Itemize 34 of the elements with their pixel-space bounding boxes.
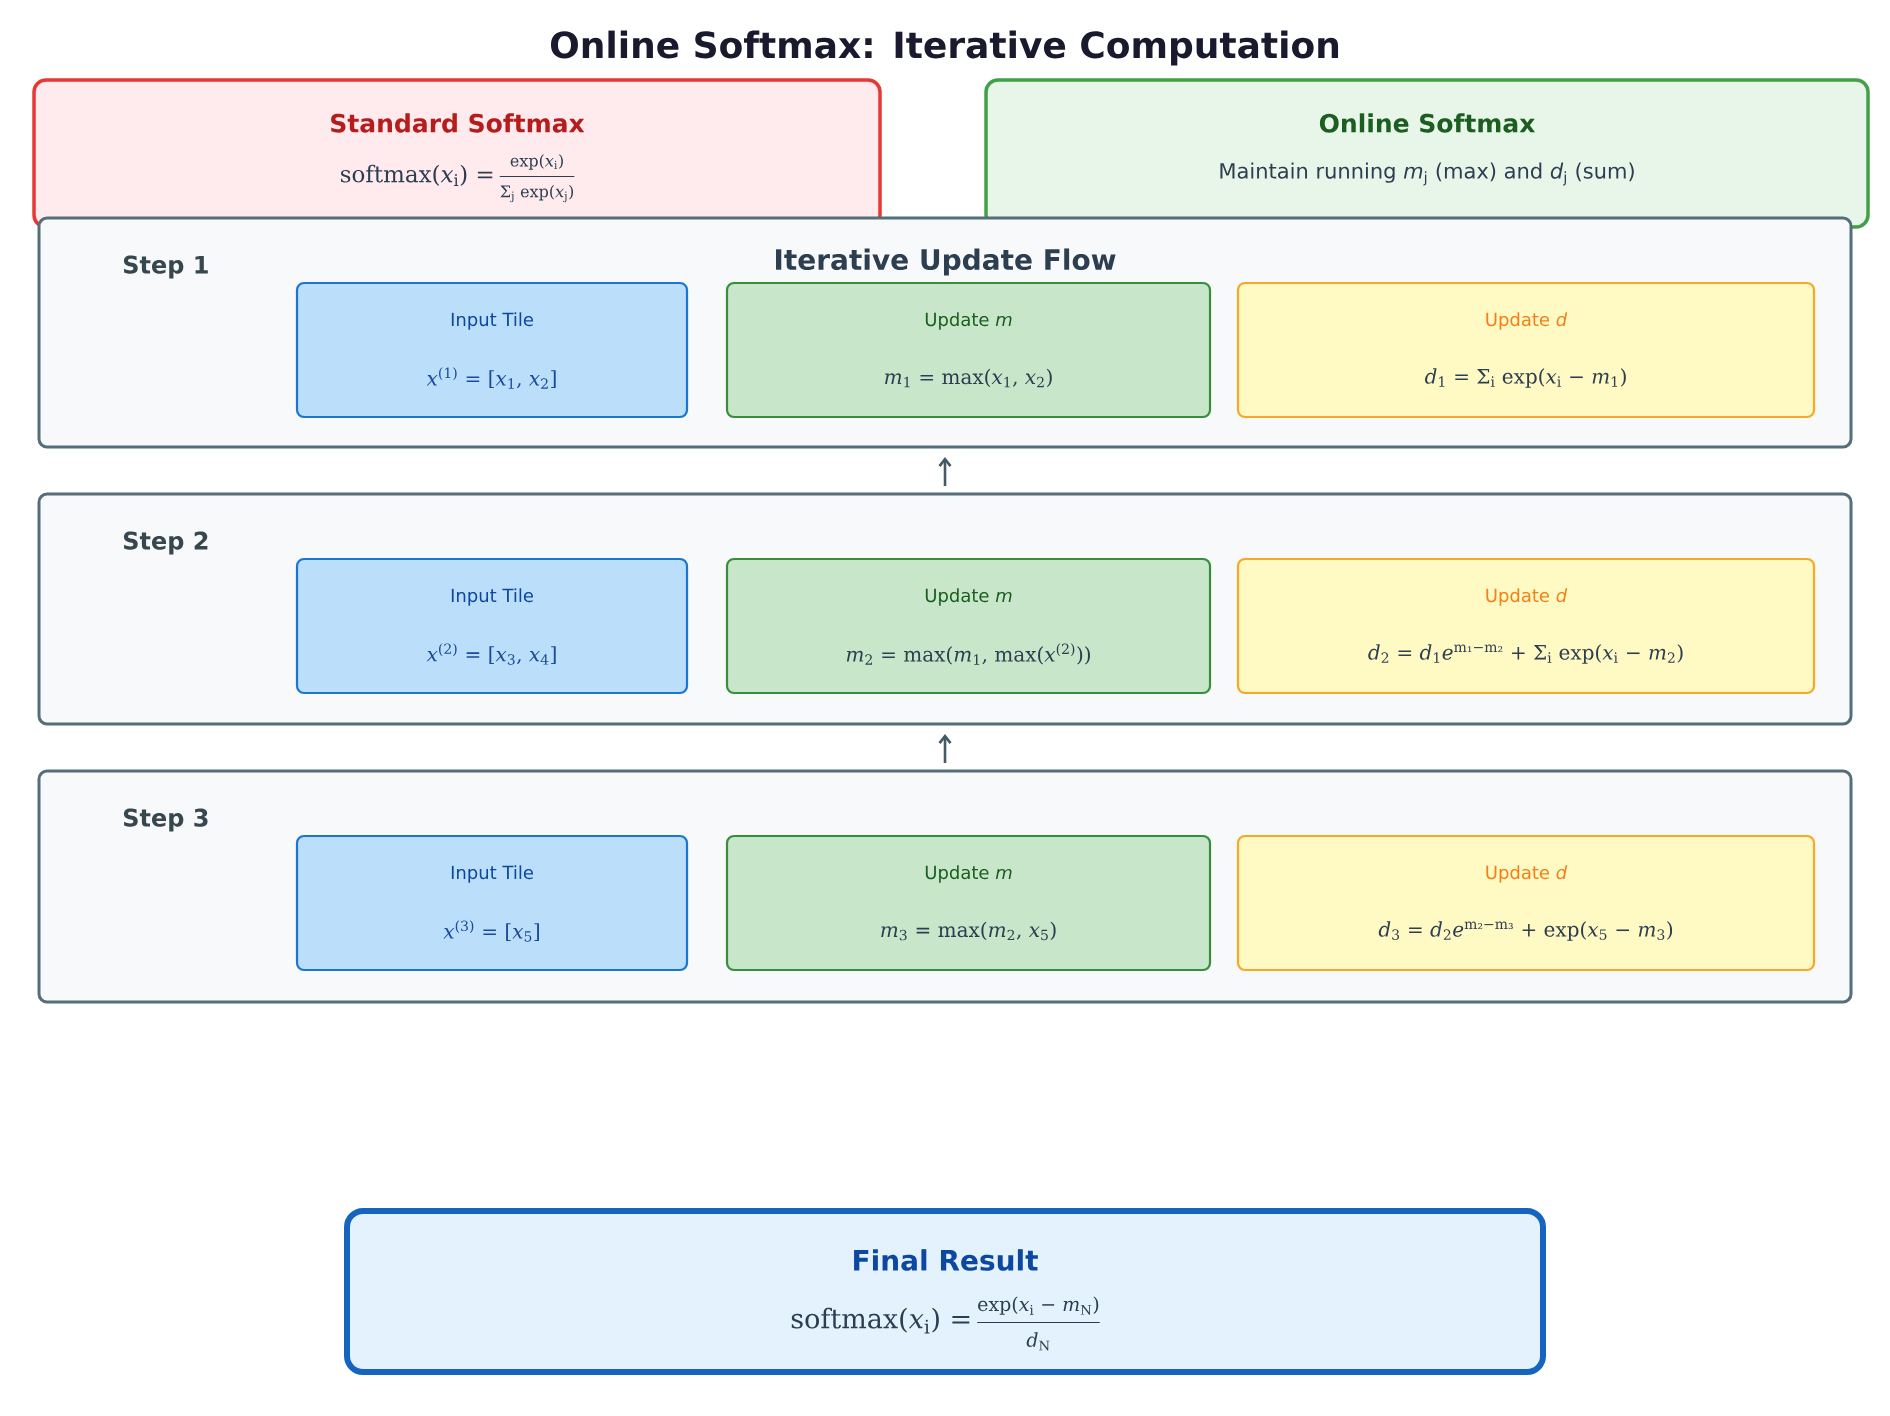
card-heading: Input Tile bbox=[451, 588, 533, 606]
node-label: softmax(x$_{i}$) = bbox=[340, 164, 493, 186]
arrow bbox=[938, 734, 952, 763]
card-heading: Update d bbox=[1486, 588, 1568, 606]
card-heading: Update d bbox=[1486, 312, 1568, 330]
node-label: Σ$_{j}$ exp(x$_{j}$) bbox=[500, 184, 574, 203]
card-heading: Input Tile bbox=[451, 312, 533, 330]
card-heading: Update m bbox=[925, 588, 1012, 606]
description-text: Maintain running m$_{j}$ (max) and d$_{j}$ (sum) bbox=[1220, 162, 1634, 186]
arrow bbox=[938, 457, 952, 486]
panel-heading: Final Result bbox=[854, 1249, 1038, 1271]
node-label: exp(x$_{i}$) bbox=[510, 154, 563, 170]
step-label: Step 3 bbox=[123, 808, 208, 832]
card-heading: Update m bbox=[925, 312, 1012, 330]
card-heading: Input Tile bbox=[451, 865, 533, 883]
diagram-title: Online Softmax: Iterative Computation bbox=[550, 30, 1339, 66]
formula: d$_{3}$ = d$_{2}$e$^{m₂−m₃}$ + exp(x$_{5}$ −m$_{3}$) bbox=[1378, 921, 1673, 941]
section-heading: Iterative Update Flow bbox=[776, 248, 1116, 276]
formula: m$_{1}$ = max(x$_{1}$, x$_{2}$) bbox=[885, 368, 1052, 388]
card-heading: Update m bbox=[925, 865, 1012, 883]
formula: m$_{2}$ = max(m$_{1}$, max(x$^{(2)}$)) bbox=[846, 643, 1090, 665]
formula: x$^{(3)}$ = [x$_{5}$] bbox=[443, 920, 539, 942]
step-label: Step 2 bbox=[123, 531, 208, 555]
formula: d$_{2}$ = d$_{1}$e$^{m₁−m₂}$ + Σ$_{i}$ exp(x$_{i}$ −m$_{2}$) bbox=[1368, 644, 1683, 664]
card-heading: Update d bbox=[1486, 865, 1568, 883]
formula: x$^{(2)}$ = [x$_{3}$, x$_{4}$] bbox=[426, 643, 556, 665]
formula: softmax(x$_{i}$) = exp(x$_{i}$) Σ$_{j}$ exp(x$_{j}$) bbox=[341, 154, 575, 203]
formula: softmax(x$_{i}$) = exp(x$_{i}$ − m$_{N}$) d$_{N}$ bbox=[791, 1296, 1101, 1351]
formula: x$^{(1)}$ = [x$_{1}$, x$_{2}$] bbox=[426, 367, 556, 389]
formula: m$_{3}$ = max(m$_{2}$, x$_{5}$) bbox=[881, 921, 1056, 941]
panel-heading: Online Softmax bbox=[1319, 113, 1535, 133]
panel-heading: Standard Softmax bbox=[331, 113, 585, 133]
step-label: Step 1 bbox=[123, 255, 208, 279]
formula: d$_{1}$ = Σ$_{i}$ exp(x$_{i}$ − m$_{1}$) bbox=[1425, 368, 1626, 388]
